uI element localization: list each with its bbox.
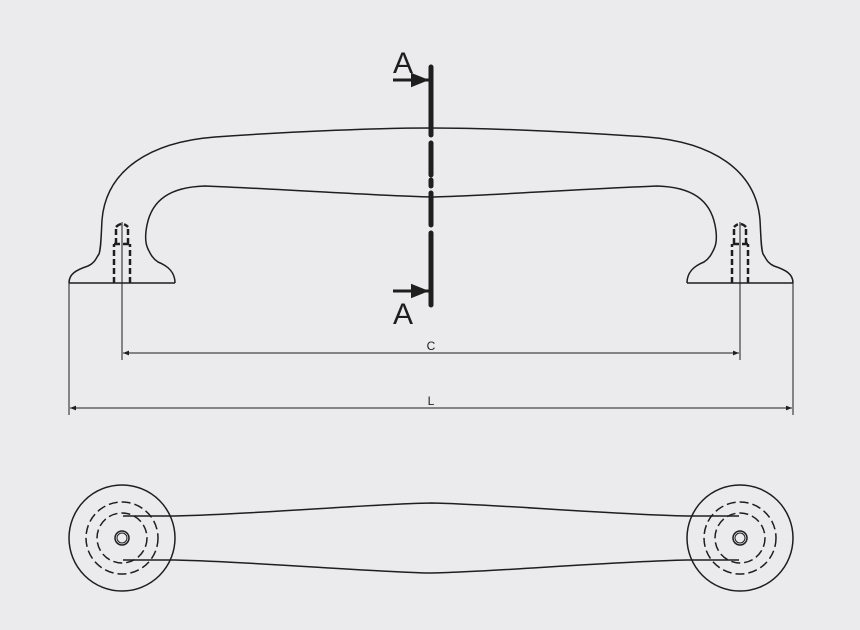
screw-hole-inner [116, 532, 128, 544]
inner-profile [144, 185, 432, 284]
rosette-outer [68, 484, 176, 592]
top-view [68, 484, 794, 592]
section-label-top: A [393, 47, 413, 80]
dimension-c-label: C [427, 339, 436, 353]
bar-bottom-edge [123, 559, 739, 574]
front-view [68, 126, 795, 417]
bar-top-edge [123, 502, 739, 517]
dimension-l: L [70, 394, 792, 411]
hidden-circle [85, 501, 159, 575]
rosette-left [68, 484, 176, 592]
section-line-a: A A [393, 47, 434, 331]
screw-hole [114, 530, 130, 546]
hidden-circle [96, 512, 148, 564]
dimension-l-label: L [428, 394, 435, 408]
handle-left-half [68, 127, 432, 415]
dimension-c: C [123, 339, 739, 356]
outer-profile [68, 127, 432, 284]
section-label-bottom: A [393, 298, 413, 331]
screw-hole-hidden [112, 222, 132, 283]
